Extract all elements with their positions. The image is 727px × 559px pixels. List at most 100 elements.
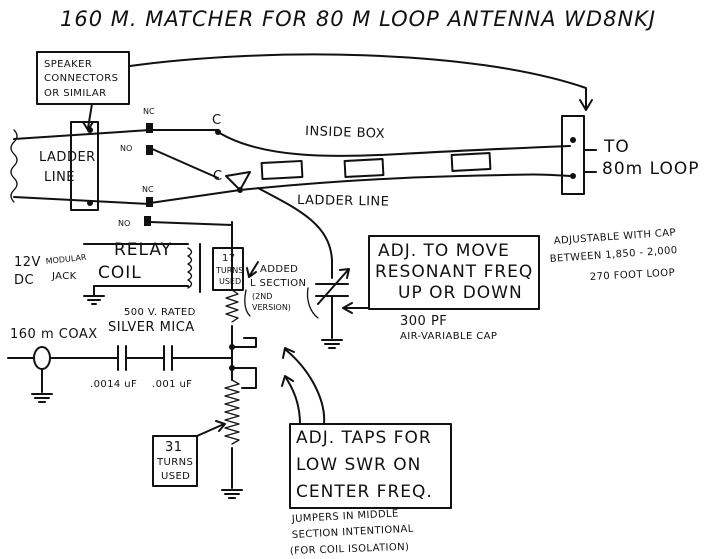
modular-label: MODULAR: [45, 253, 87, 266]
ladder-line-label-2: LINE: [44, 170, 75, 185]
adj-taps-line1: ADJ. TAPS FOR: [296, 428, 432, 448]
relay-coil-section: 12V DC MODULAR JACK RELAY COIL: [14, 240, 201, 305]
added-l-section: 17 TURNS USED ADDED L SECTION (2ND VERSI…: [212, 221, 306, 345]
loop-connector: TO 80m LOOP: [561, 115, 698, 195]
terminal-bottom: [87, 200, 93, 206]
adj-cap-arrow-head: [342, 302, 353, 314]
coax-label: 160 m COAX: [10, 327, 98, 342]
terminal-right-bottom: [570, 173, 576, 179]
coil-label: COIL: [98, 263, 142, 283]
added-label-1: ADDED: [260, 264, 298, 275]
adj-cap-line3: UP OR DOWN: [398, 283, 523, 303]
ladder-window-2: [343, 158, 385, 178]
ladder-wire-bottom: [13, 196, 151, 205]
twist-junction: [225, 171, 251, 191]
taps-arrow-lower-head: [281, 375, 294, 387]
adj-cap-line1: ADJ. TO MOVE: [378, 241, 510, 261]
jumper-lower: [231, 367, 257, 389]
turns17-line3: USED: [219, 277, 241, 286]
ladder-line-upper-wire: [217, 131, 571, 157]
c-mid-label: C: [213, 169, 223, 184]
speaker-arrow-long: [129, 53, 587, 109]
connector-block-left: [70, 121, 99, 211]
v12-label: 12V: [14, 255, 41, 270]
cap-ground-symbol: [321, 339, 343, 349]
coil-ground-symbol: [83, 295, 105, 305]
added-label-3: (2ND: [252, 292, 272, 301]
taps-arrow-upper-head: [282, 347, 295, 359]
dc-label: DC: [14, 273, 34, 288]
adj-cap-line2: RESONANT FREQ: [375, 262, 533, 282]
jumpers-line3: (FOR COIL ISOLATION): [290, 542, 410, 557]
relay-contacts: NC NO C NC C NO: [118, 107, 243, 228]
ladder-window-3: [450, 152, 492, 172]
no-bottom-label: NO: [118, 219, 130, 228]
mica-label-1: 500 V. RATED: [124, 307, 196, 318]
speaker-callout-box: [36, 51, 130, 105]
turns31-arrow-head: [215, 420, 226, 432]
main-coil-section: 31 TURNS USED: [152, 337, 257, 499]
contact-nc-top: [146, 123, 153, 133]
to-loop-label-1: TO: [603, 137, 630, 157]
coax-input-section: 160 m COAX 500 V. RATED SILVER MICA .001…: [7, 307, 233, 403]
ladder-window-1: [260, 159, 304, 181]
ladder-line-bottom-label: LADDER LINE: [297, 193, 390, 210]
nc-top-label: NC: [143, 107, 155, 116]
wire-nc-mid: [149, 189, 241, 204]
relay-coil-winding: [187, 247, 193, 289]
cap-variable-arrow-head: [339, 268, 350, 279]
turns17-line2: TURNS: [215, 266, 243, 275]
coax-connector: [33, 346, 51, 370]
cap-value-label: 300 PF: [400, 314, 447, 329]
adj-taps-box: [289, 423, 452, 509]
mica-label-2: SILVER MICA: [108, 320, 195, 335]
turns31-box: [152, 435, 198, 487]
jack-label: JACK: [51, 271, 77, 282]
contact-no-bottom: [144, 216, 151, 226]
turns31-value: 31: [165, 440, 183, 455]
adj-taps-line2: LOW SWR ON: [296, 455, 421, 475]
no-top-label: NO: [120, 144, 132, 153]
added-arrow-head: [246, 267, 257, 278]
terminal-top: [87, 127, 93, 133]
variable-capacitor: [257, 187, 350, 349]
terminal-right-top: [570, 137, 576, 143]
contact-nc-mid: [146, 197, 153, 207]
ladder-wire-top: [13, 129, 151, 140]
jumper-upper: [231, 337, 257, 348]
cap-variable-arrow: [317, 269, 349, 305]
ladder-line-squiggle: [10, 129, 18, 203]
ladder-line-input: LADDER LINE: [10, 121, 151, 211]
taps-arrow-lower: [285, 377, 301, 425]
adjustable-line3: 270 FOOT LOOP: [590, 268, 676, 283]
main-coil-ground-symbol: [221, 489, 243, 499]
adj-taps-line3: CENTER FREQ.: [296, 482, 433, 502]
contact-no-top: [146, 145, 153, 155]
wire-no-cross: [149, 147, 219, 179]
inside-box-label: INSIDE BOX: [305, 124, 385, 142]
adjustable-line1: ADJUSTABLE WITH CAP: [553, 227, 676, 247]
taps-arrow-upper: [285, 349, 326, 425]
jumpers-line2: SECTION INTENTIONAL: [292, 524, 414, 541]
cap1-value: .0014 uF: [90, 379, 137, 390]
adj-cap-callout: ADJ. TO MOVE RESONANT FREQ UP OR DOWN 30…: [342, 235, 540, 342]
turns31-arrow: [196, 423, 225, 437]
adjustable-line2: BETWEEN 1,850 - 2,000: [549, 245, 678, 265]
cap-feed-wire: [257, 187, 333, 279]
turns17-box: [212, 247, 244, 291]
diagram-title: 160 M. MATCHER FOR 80 M LOOP ANTENNA WD8…: [60, 7, 656, 31]
added-arrow: [249, 261, 259, 276]
turns31-line2: TURNS: [156, 457, 193, 468]
cap-bracket: [306, 287, 319, 319]
ladder-line-lower-wire: [239, 173, 571, 191]
speaker-label-line2: CONNECTORS: [44, 73, 118, 84]
c-top-label: C: [212, 113, 222, 128]
ladder-line-label-1: LADDER: [39, 150, 96, 165]
added-label-2: L SECTION: [250, 278, 306, 289]
jumpers-line1: JUMPERS IN MIDDLE: [291, 508, 399, 525]
l-section-coil: [225, 289, 239, 323]
coax-ground-symbol: [31, 393, 53, 403]
connector-block-right: [561, 115, 585, 195]
